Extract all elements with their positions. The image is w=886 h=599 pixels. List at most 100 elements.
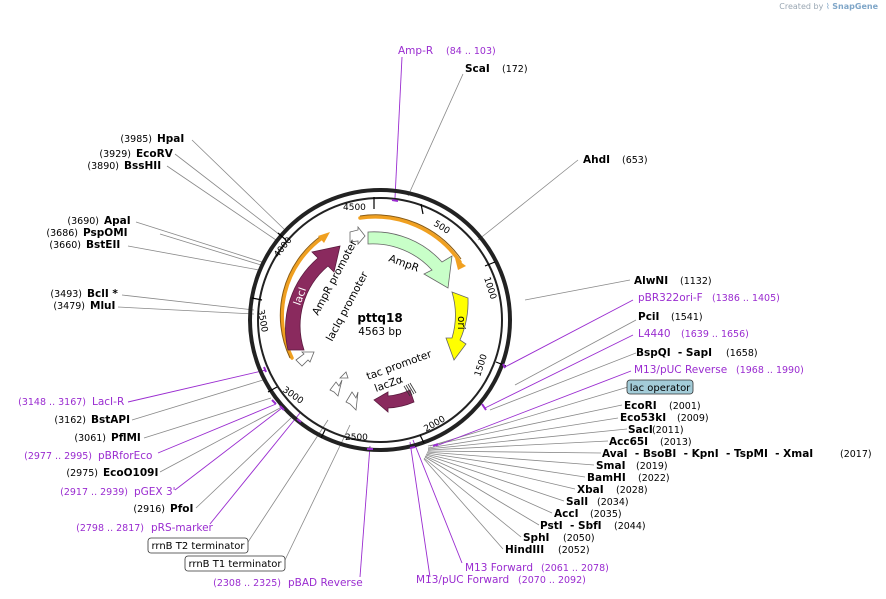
enzyme-hindiii[interactable]: HindIII (2052) [505,544,590,556]
rrnb-t1-label: rrnB T1 terminator [188,559,282,570]
svg-text:M13 Forward: M13 Forward [465,562,533,574]
tick-2500: 2500 [345,433,368,443]
laci-label: lacI [292,286,310,307]
primer-l4440[interactable]: L4440(1639 .. 1656) [638,328,749,340]
svg-text:(3479): (3479) [53,301,85,312]
svg-text:(1639 .. 1656): (1639 .. 1656) [681,329,749,340]
enzyme-sali[interactable]: SalI(2034) [566,496,629,508]
svg-text:(3061): (3061) [74,433,106,444]
primer-laci-r[interactable]: (3148 .. 3167) LacI-R [18,396,124,408]
svg-text:pRS-marker: pRS-marker [151,522,214,534]
primer-pbad-reverse[interactable]: (2308 .. 2325) pBAD Reverse [213,577,363,589]
svg-text:(3148 .. 3167): (3148 .. 3167) [18,397,86,408]
primer-prs-marker[interactable]: (2798 .. 2817)pRS-marker [76,522,213,534]
enzyme-acc65i[interactable]: Acc65I(2013) [609,436,692,448]
enzyme-ecorv[interactable]: (3929)EcoRV [99,148,173,160]
enzyme-ahdi[interactable]: AhdI(653) [583,154,648,166]
enzyme-mlui[interactable]: (3479) MluI [53,300,115,312]
enzyme-bcli[interactable]: (3493)BclI * [50,288,118,300]
enzyme-acci[interactable]: AccI(2035) [554,508,622,520]
enzyme-bstapi[interactable]: (3162)BstAPI [54,414,130,426]
lac-operator-label: lac operator [630,383,691,394]
svg-text:MluI: MluI [90,300,115,312]
laci-feature[interactable] [285,245,341,351]
svg-text:PfoI: PfoI [170,503,193,515]
enzyme-ecoo109i[interactable]: (2975) EcoO109I [66,467,158,479]
svg-text:SmaI: SmaI [596,460,626,472]
plasmid-size: 4563 bp [358,326,402,338]
ruler-ticks [251,197,507,444]
svg-text:AvaI - BsoBI - KpnI - TspMI: AvaI - BsoBI - KpnI - TspMI - XmaI [602,448,813,460]
svg-text:(2028): (2028) [616,485,648,496]
enzyme-pcii[interactable]: PciI(1541) [638,311,703,323]
enzyme-avai-group[interactable]: AvaI - BsoBI - KpnI - TspMI - XmaI (2017) [602,448,872,460]
enzyme-bspqi-sapi[interactable]: BspQI - SapI (1658) [636,347,758,359]
enzyme-scai[interactable]: ScaI(172) [465,63,528,75]
svg-text:M13/pUC Reverse: M13/pUC Reverse [634,364,727,376]
snapgene-credit: Created by ⌇ SnapGene [779,2,878,11]
primer-pgex-3[interactable]: (2917 .. 2939)pGEX 3' [60,486,175,498]
svg-text:BstEII: BstEII [86,239,120,251]
enzyme-pfoi[interactable]: (2916)PfoI [133,503,193,515]
enzyme-apai[interactable]: (3690)ApaI [67,215,130,227]
svg-text:pBAD Reverse: pBAD Reverse [288,577,363,589]
orf-arrow-edges [279,214,462,359]
svg-text:(2017): (2017) [840,449,872,460]
primer-m13-puc-forward[interactable]: M13/pUC Forward(2070 .. 2092) [416,574,586,586]
svg-text:(172): (172) [502,64,528,75]
svg-text:(2061 .. 2078): (2061 .. 2078) [541,563,609,574]
svg-text:(2052): (2052) [558,545,590,556]
ampr-feature[interactable] [367,231,453,289]
svg-text:(2044): (2044) [614,521,646,532]
primer-m13-puc-reverse[interactable]: M13/pUC Reverse(1968 .. 1990) [634,364,804,376]
laciq-promoter-feature[interactable] [295,351,315,367]
rrnb-t2-feature[interactable] [329,379,343,397]
primer-amp-r[interactable]: Amp-R(84 .. 103) [398,45,496,57]
enzyme-xbai[interactable]: XbaI(2028) [577,484,648,496]
svg-text:HindIII: HindIII [505,544,544,556]
primer-pbr322ori-f[interactable]: pBR322ori-F(1386 .. 1405) [638,292,780,304]
rrnb-t2-terminator-box[interactable]: rrnB T2 terminator [147,537,249,554]
ampr-promoter-feature[interactable] [349,225,366,246]
lac-operator-box[interactable]: lac operator [626,379,694,395]
svg-text:PstI - SbfI: PstI - SbfI [540,520,602,532]
enzyme-bsteii[interactable]: (3660)BstEII [49,239,120,251]
enzyme-bamhi[interactable]: BamHI(2022) [587,472,670,484]
enzyme-smai[interactable]: SmaI(2019) [596,460,668,472]
svg-text:(2308 .. 2325): (2308 .. 2325) [213,578,281,589]
ori-feature[interactable] [445,291,469,361]
tac-promoter-feature[interactable] [339,371,349,379]
enzyme-pflmi[interactable]: (3061)PflMI [74,432,140,444]
enzyme-saci[interactable]: SacI(2011) [628,424,684,436]
enzyme-hpai[interactable]: (3985)HpaI [120,133,184,145]
enzyme-eco53ki[interactable]: Eco53kI(2009) [620,412,709,424]
left-enzyme-connectors [117,139,292,509]
enzyme-sphi[interactable]: SphI(2050) [523,532,595,544]
svg-text:(3686): (3686) [46,228,78,239]
enzyme-alwni[interactable]: AlwNI(1132) [634,275,712,287]
rrnb-t1-terminator-box[interactable]: rrnB T1 terminator [184,555,286,572]
rrnb-t1-feature[interactable] [345,391,359,411]
svg-text:LacI-R: LacI-R [92,396,124,408]
enzyme-ecori[interactable]: EcoRI(2001) [624,400,701,412]
primer-m13-forward[interactable]: M13 Forward (2061 .. 2078) [465,562,609,574]
svg-text:Acc65I: Acc65I [609,436,648,448]
primer-pbrforeco[interactable]: (2977 .. 2995)pBRforEco [24,450,152,462]
svg-text:(2977 .. 2995): (2977 .. 2995) [24,451,92,462]
svg-text:(1658): (1658) [726,348,758,359]
svg-text:BspQI - SapI: BspQI - SapI [636,347,712,359]
plasmid-name: pttq18 [357,311,402,325]
enzyme-psti-sbfi[interactable]: PstI - SbfI (2044) [540,520,646,532]
lacza-feature[interactable] [373,389,415,413]
snapgene-logo-icon: ⌇ [825,2,830,11]
svg-text:(3690): (3690) [67,216,99,227]
svg-text:(2975): (2975) [66,468,98,479]
enzyme-pspomi[interactable]: (3686)PspOMI [46,227,127,239]
svg-text:Amp-R: Amp-R [398,45,433,57]
svg-text:(3929): (3929) [99,149,131,160]
svg-text:EcoO109I: EcoO109I [103,467,158,479]
enzyme-bsshii[interactable]: (3890)BssHII [87,160,161,172]
plasmid-backbone [248,188,512,452]
svg-text:SacI: SacI [628,424,653,436]
svg-text:pBR322ori-F: pBR322ori-F [638,292,703,304]
